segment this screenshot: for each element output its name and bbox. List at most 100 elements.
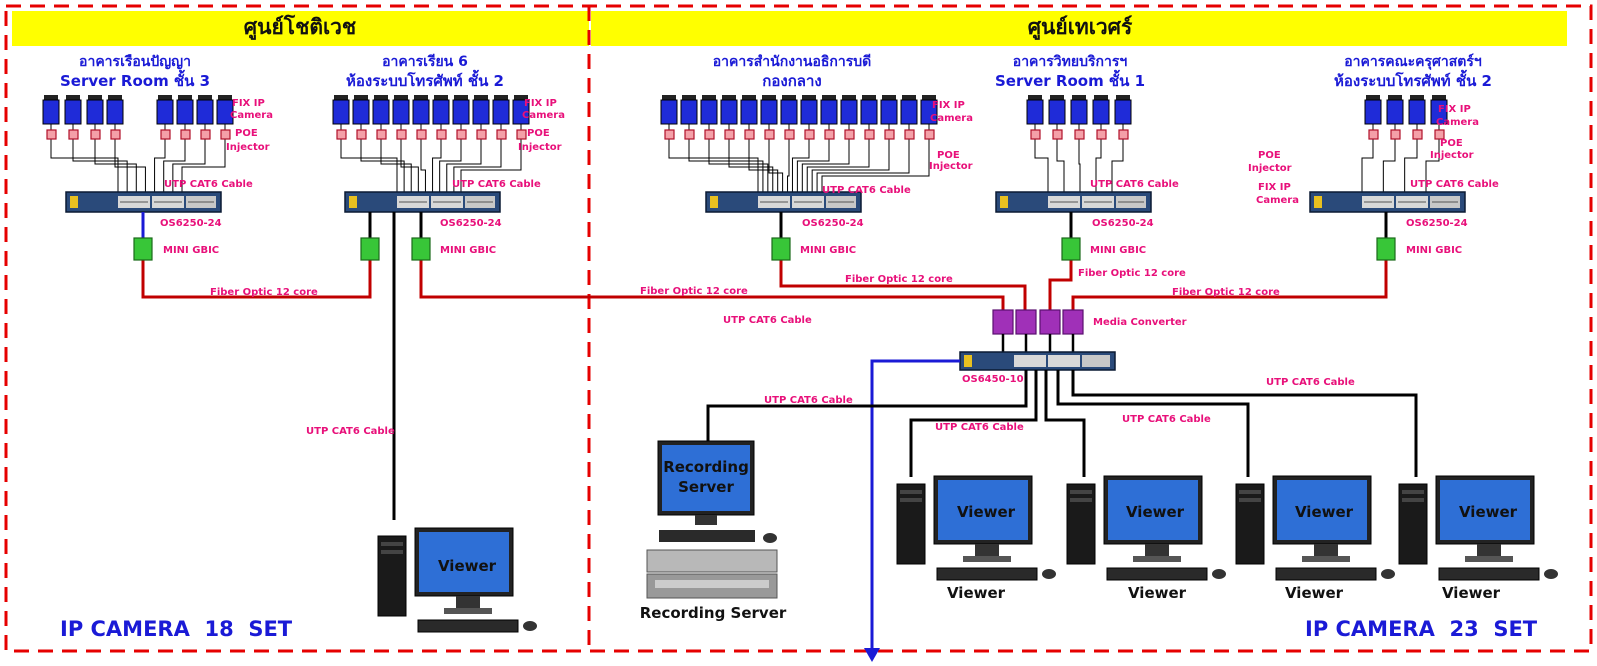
utp-label-v2: UTP CAT6 Cable [1122, 414, 1211, 425]
svg-text:POE: POE [1440, 138, 1463, 149]
camera-cable [460, 139, 522, 192]
svg-text:Injector: Injector [518, 142, 562, 153]
camera-cable [796, 139, 830, 192]
camera-cable [114, 139, 146, 192]
poe-injector-icon [904, 129, 915, 140]
media-converter-2 [1015, 309, 1037, 335]
viewer-1: Viewer [896, 475, 1057, 581]
gbic-label-4: MINI GBIC [1090, 245, 1146, 256]
fiber-label-2: Fiber Optic 12 core [640, 286, 748, 297]
svg-text:Injector: Injector [929, 161, 973, 172]
ip-camera-icon [432, 94, 450, 125]
camera-cable [360, 139, 405, 192]
camera-cable [708, 139, 769, 192]
media-converter-3 [1039, 309, 1061, 335]
poe-injector-icon [516, 129, 527, 140]
ip-camera-icon [680, 94, 698, 125]
switch-model-label-3: OS6250-24 [802, 218, 864, 229]
svg-text:POE: POE [1258, 150, 1281, 161]
switch-model-label-2: OS6250-24 [440, 218, 502, 229]
ip-camera-icon [64, 94, 82, 125]
poe-injector-icon [46, 129, 57, 140]
poe-injector-icon [1412, 129, 1423, 140]
camera-group-2 [332, 94, 530, 192]
camera-cable [380, 139, 412, 192]
ip-camera-icon [800, 94, 818, 125]
ip-camera-icon [1386, 94, 1404, 125]
switch-model-label-4: OS6250-24 [1092, 218, 1154, 229]
camera-cable [94, 139, 137, 192]
ip-camera-icon [106, 94, 124, 125]
camera-cable [688, 139, 764, 192]
building-title-4: อาคารวิทยบริการฯ Server Room ชั้น 1 [995, 54, 1145, 90]
viewer-caption-4: Viewer [1442, 584, 1501, 602]
ip-camera-icon [176, 94, 194, 125]
camera-cable [181, 139, 226, 192]
ip-camera-icon [840, 94, 858, 125]
svg-text:Server: Server [678, 478, 734, 496]
svg-text:Camera: Camera [1256, 195, 1299, 206]
utp-label-v3: UTP CAT6 Cable [1266, 377, 1355, 388]
viewer-caption-1: Viewer [947, 584, 1006, 602]
ip-camera-icon [332, 94, 350, 125]
poe-injector-icon [724, 129, 735, 140]
camera-cable [50, 139, 119, 192]
utp-label-rec: UTP CAT6 Cable [764, 395, 853, 406]
ip-camera-icon [472, 94, 490, 125]
svg-text:Viewer: Viewer [438, 557, 497, 575]
building-title-3: อาคารสำนักงานอธิการบดี กองกลาง [713, 54, 872, 90]
poe-injector-icon [744, 129, 755, 140]
camera-cable [1095, 139, 1102, 192]
access-switch-5 [1309, 191, 1466, 213]
ip-camera-icon [86, 94, 104, 125]
camera-cable [791, 139, 810, 192]
poe-injector-icon [1096, 129, 1107, 140]
switch-model-label-5: OS6250-24 [1406, 218, 1468, 229]
camera-group-4 [1026, 94, 1132, 192]
camera-cable [806, 139, 870, 192]
utp-label-3: UTP CAT6 Cable [822, 185, 911, 196]
camera-cable [72, 139, 128, 192]
camera-cable [172, 139, 206, 192]
svg-text:Viewer: Viewer [1295, 503, 1354, 521]
ip-camera-icon [452, 94, 470, 125]
svg-text:อาคารคณะครุศาสตร์ฯ: อาคารคณะครุศาสตร์ฯ [1344, 53, 1482, 70]
poe-injector-icon [1368, 129, 1379, 140]
svg-text:POE: POE [937, 150, 960, 161]
camera-cable [1056, 139, 1065, 192]
camera-cable [768, 139, 784, 192]
poe-injector-icon [90, 129, 101, 140]
viewer-caption-3: Viewer [1285, 584, 1344, 602]
media-converter-1 [992, 309, 1014, 335]
poe-injector-icon [436, 129, 447, 140]
ip-camera-icon [156, 94, 174, 125]
ip-camera-icon [1026, 94, 1044, 125]
right-site-header-bar [591, 11, 1567, 46]
poe-injector-icon [844, 129, 855, 140]
mini-gbic-5 [1376, 237, 1396, 261]
fiber-label-5: Fiber Optic 12 core [1172, 287, 1280, 298]
ip-camera-icon [720, 94, 738, 125]
svg-text:FIX IP: FIX IP [1258, 182, 1291, 193]
poe-injector-icon [456, 129, 467, 140]
ip-camera-icon [492, 94, 510, 125]
utp-label-core: UTP CAT6 Cable [723, 315, 812, 326]
core-switch-label: OS6450-10 [962, 374, 1024, 385]
camera-cable [1111, 139, 1124, 192]
viewer-2: Viewer [1066, 475, 1227, 581]
poe-injector-icon [356, 129, 367, 140]
camera-cable [340, 139, 398, 192]
svg-text:อาคารวิทยบริการฯ: อาคารวิทยบริการฯ [1013, 54, 1128, 70]
switch-model-label-1: OS6250-24 [160, 218, 222, 229]
converter-core-links [1001, 334, 1075, 352]
camera-cable [668, 139, 759, 192]
gbic-label-3: MINI GBIC [800, 245, 856, 256]
poe-injector-icon [220, 129, 231, 140]
viewer-3: Viewer [1235, 475, 1396, 581]
poe-injector-icon [396, 129, 407, 140]
